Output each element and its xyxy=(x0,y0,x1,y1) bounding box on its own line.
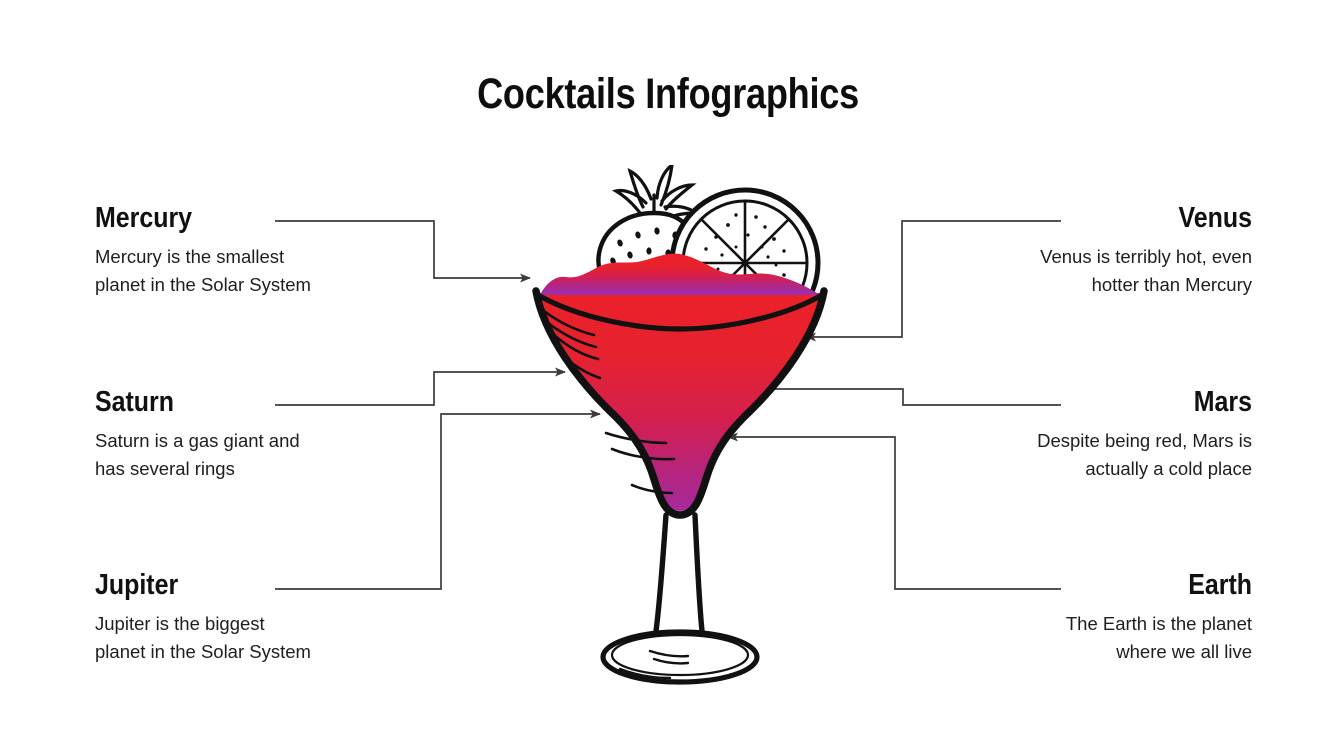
glass-highlights xyxy=(542,309,676,495)
info-block-mars: Mars Despite being red, Mars is actually… xyxy=(952,387,1252,482)
info-block-saturn: Saturn Saturn is a gas giant and has sev… xyxy=(95,387,395,482)
glass-bowl-outline xyxy=(532,287,828,519)
connector-jupiter xyxy=(275,409,601,590)
heading-venus: Venus xyxy=(1178,202,1252,234)
glass-rim xyxy=(535,292,825,332)
connector-saturn xyxy=(275,367,566,406)
connector-earth xyxy=(727,432,1061,590)
connector-venus xyxy=(805,220,1061,342)
body-mars: Despite being red, Mars is actually a co… xyxy=(1037,430,1252,479)
heading-saturn: Saturn xyxy=(95,386,174,418)
body-jupiter: Jupiter is the biggest planet in the Sol… xyxy=(95,613,311,662)
info-block-mercury: Mercury Mercury is the smallest planet i… xyxy=(95,203,395,298)
cocktail-illustration xyxy=(532,165,828,685)
glass-base-inner xyxy=(610,633,750,677)
heading-jupiter: Jupiter xyxy=(95,569,179,601)
connector-mercury xyxy=(275,220,531,283)
glass-base-highlights xyxy=(618,649,690,680)
connector-mars xyxy=(744,384,1061,406)
info-block-earth: Earth The Earth is the planet where we a… xyxy=(952,570,1252,665)
body-saturn: Saturn is a gas giant and has several ri… xyxy=(95,430,300,479)
body-mercury: Mercury is the smallest planet in the So… xyxy=(95,246,311,295)
page-title: Cocktails Infographics xyxy=(477,70,859,118)
info-block-venus: Venus Venus is terribly hot, even hotter… xyxy=(952,203,1252,298)
drink-surface xyxy=(540,253,820,295)
body-venus: Venus is terribly hot, even hotter than … xyxy=(1040,246,1252,295)
heading-mercury: Mercury xyxy=(95,202,193,234)
heading-mars: Mars xyxy=(1193,386,1252,418)
body-earth: The Earth is the planet where we all liv… xyxy=(1065,613,1252,662)
info-block-jupiter: Jupiter Jupiter is the biggest planet in… xyxy=(95,570,395,665)
heading-earth: Earth xyxy=(1188,569,1252,601)
